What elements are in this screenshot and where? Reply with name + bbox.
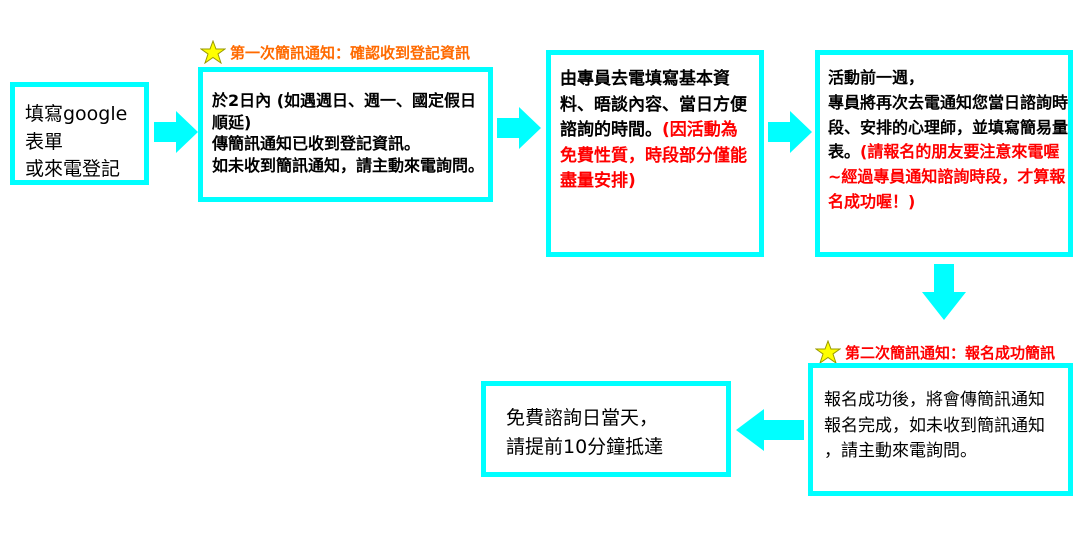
step-week-before-main: 活動前一週， 專員將再次去電通知您當日諮詢時段、安排的心理師，並填寫簡易量表。 xyxy=(828,68,1069,162)
step-week-before-box: 活動前一週， 專員將再次去電通知您當日諮詢時段、安排的心理師，並填寫簡易量表。(… xyxy=(815,50,1073,257)
step-success-sms-line: 報名完成，如未收到簡訊通知 xyxy=(824,415,1045,436)
step-consultation-day-line: 請提前10分鐘抵達 xyxy=(506,435,664,458)
step-phone-interview-main: 由專員去電填寫基本資料、晤談內容、當日方便諮詢的時間。 xyxy=(560,69,747,140)
step-week-before-text: 活動前一週， 專員將再次去電通知您當日諮詢時段、安排的心理師，並填寫簡易量表。(… xyxy=(828,66,1068,215)
step-register-line: 填寫google表單 xyxy=(25,103,128,153)
step-phone-interview-box: 由專員去電填寫基本資料、晤談內容、當日方便諮詢的時間。(因活動為免費性質，時段部… xyxy=(546,50,764,257)
step-sms-confirm-box: 於2日內 (如遇週日、週一、國定假日順延) 傳簡訊通知已收到登記資訊。 如未收到… xyxy=(198,67,493,202)
step-phone-interview-remark: (因活動為免費性質，時段部分僅能盡量安排) xyxy=(560,120,747,191)
step-success-sms-line: 報名成功後，將會傳簡訊通知 xyxy=(824,390,1045,410)
step-consultation-day-line: 免費諮詢日當天， xyxy=(506,407,659,429)
first-sms-note: 第一次簡訊通知：確認收到登記資訊 xyxy=(200,40,470,64)
star-icon xyxy=(200,40,226,64)
flow-arrow-right xyxy=(497,107,541,149)
second-sms-note-text: 第二次簡訊通知：報名成功簡訊 xyxy=(845,343,1056,362)
step-register-text: 填寫google表單 或來電登記 xyxy=(25,101,144,184)
step-phone-interview-text: 由專員去電填寫基本資料、晤談內容、當日方便諮詢的時間。(因活動為免費性質，時段部… xyxy=(560,67,750,195)
step-register-line: 或來電登記 xyxy=(25,158,121,181)
step-consultation-day-text: 免費諮詢日當天， 請提前10分鐘抵達 xyxy=(506,404,663,461)
step-register-box: 填寫google表單 或來電登記 xyxy=(10,82,149,185)
second-sms-note: 第二次簡訊通知：報名成功簡訊 xyxy=(815,340,1055,364)
flow-arrow-down xyxy=(922,264,966,320)
flow-arrow-right xyxy=(768,111,812,153)
step-week-before-remark: (請報名的朋友要注意來電喔~經過專員通知諮詢時段，才算報名成功喔！) xyxy=(828,142,1066,211)
flow-arrow-left xyxy=(736,409,804,451)
flow-arrow-right xyxy=(154,111,198,153)
step-sms-confirm-text: 於2日內 (如遇週日、週一、國定假日順延) 傳簡訊通知已收到登記資訊。 如未收到… xyxy=(212,90,488,176)
first-sms-note-text: 第一次簡訊通知：確認收到登記資訊 xyxy=(230,43,471,62)
step-success-sms-line: ，請主動來電詢問。 xyxy=(824,441,977,461)
step-sms-confirm-line: 傳簡訊通知已收到登記資訊。 xyxy=(212,134,421,154)
step-sms-confirm-line: 如未收到簡訊通知，請主動來電詢問。 xyxy=(212,155,485,175)
step-success-sms-box: 報名成功後，將會傳簡訊通知 報名完成，如未收到簡訊通知 ，請主動來電詢問。 xyxy=(808,363,1073,496)
star-icon xyxy=(815,340,841,364)
step-sms-confirm-line: 於2日內 (如遇週日、週一、國定假日順延) xyxy=(212,91,477,132)
step-consultation-day-box: 免費諮詢日當天， 請提前10分鐘抵達 xyxy=(481,381,731,477)
step-success-sms-text: 報名成功後，將會傳簡訊通知 報名完成，如未收到簡訊通知 ，請主動來電詢問。 xyxy=(824,388,1045,465)
